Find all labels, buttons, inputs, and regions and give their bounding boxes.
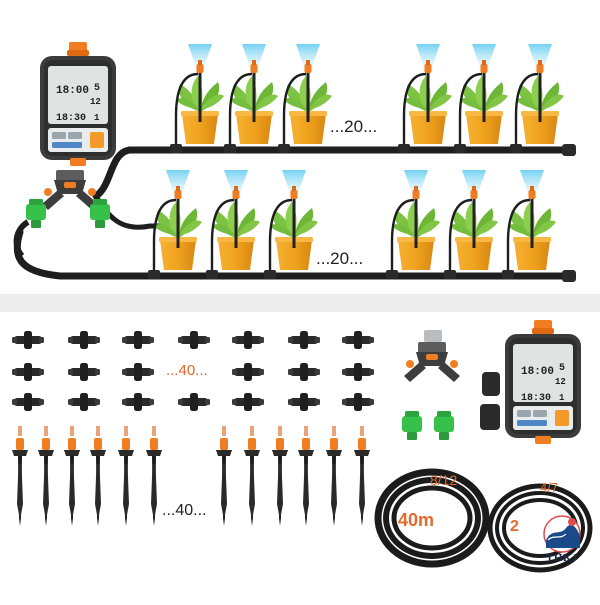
- tube-large-length: 40m: [398, 510, 435, 530]
- tube-small-length: 2: [510, 518, 519, 535]
- y-splitter: [42, 170, 98, 210]
- water-timer: [40, 42, 116, 166]
- timer-time2: 18:30: [521, 393, 551, 404]
- water-timer: [505, 320, 581, 444]
- timer-num2: 12: [555, 377, 566, 387]
- timer-num1: 5: [559, 363, 565, 374]
- timer-num2: 12: [90, 97, 101, 107]
- timer-num1: 5: [94, 83, 100, 94]
- mainline-hose-link: [92, 146, 134, 200]
- end-cap: [482, 372, 500, 396]
- potted-plant: [262, 168, 320, 281]
- timer-time1: 18:00: [56, 85, 89, 97]
- timer-screen-text: 18:00 18:30 5 12 1: [521, 363, 566, 404]
- brand-name: THKJ: [546, 552, 578, 564]
- potted-plant: [396, 42, 454, 155]
- hose-coil-large: [374, 468, 490, 568]
- end-cap: [562, 270, 576, 282]
- potted-plant: [384, 168, 442, 281]
- tube-small-size: 4/7: [540, 480, 559, 495]
- timer-num3: 1: [559, 393, 565, 403]
- tube-large-size: 8/12: [430, 472, 458, 488]
- stakes-count-label: ...40...: [162, 502, 207, 519]
- quick-connector-icon: [402, 411, 422, 440]
- brand-logo: [543, 515, 581, 553]
- quick-connector-icon: [26, 199, 46, 228]
- end-cap: [562, 144, 576, 156]
- timer-screen-text: 18:00 18:30 5 12 1: [56, 83, 101, 124]
- potted-plant: [500, 168, 558, 281]
- section-divider: [0, 294, 600, 312]
- quick-connector-icon: [434, 411, 454, 440]
- potted-plant: [146, 168, 204, 281]
- hose-left: [13, 219, 30, 259]
- row1-count-label: ...20...: [330, 117, 378, 136]
- timer-time1: 18:00: [521, 366, 554, 378]
- row2-count-label: ...20...: [316, 249, 364, 268]
- quick-connector-icon: [90, 199, 110, 228]
- potted-plant: [204, 168, 262, 281]
- splitter-inlet: [424, 330, 442, 342]
- timer-num3: 1: [94, 113, 100, 123]
- y-splitter: [404, 342, 460, 382]
- potted-plant: [452, 42, 510, 155]
- potted-plant: [276, 42, 334, 155]
- timer-time2: 18:30: [56, 113, 86, 124]
- connectors-count-label: ...40...: [166, 362, 208, 379]
- potted-plant: [508, 42, 566, 155]
- potted-plant: [222, 42, 280, 155]
- potted-plant: [442, 168, 500, 281]
- potted-plant: [168, 42, 226, 155]
- end-cap: [480, 404, 500, 430]
- hose-coil-small: [487, 483, 593, 573]
